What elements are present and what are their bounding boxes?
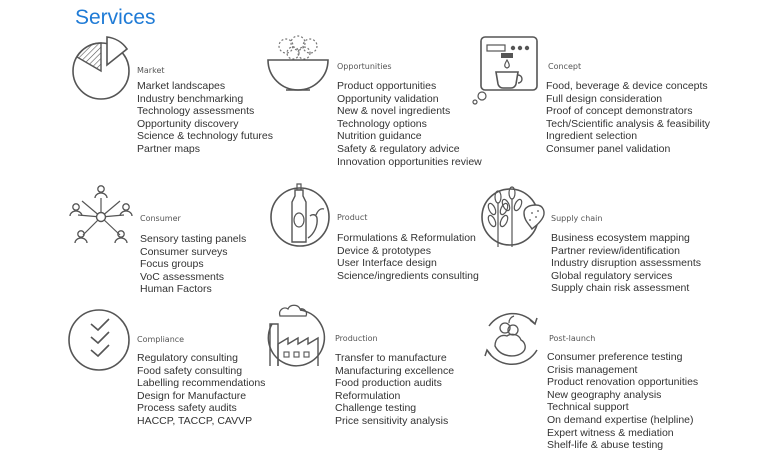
list-item: User Interface design [337,257,437,270]
list-item: New & novel ingredients [337,105,451,118]
fruit-cycle-icon [477,306,547,374]
factory-icon [262,300,332,370]
list-item: Opportunity validation [337,92,439,105]
list-item: Consumer surveys [140,245,228,258]
list-item: Supply chain risk assessment [551,282,690,295]
list-item: Formulations & Reformulation [337,232,476,244]
list-item: Shelf-life & abuse testing [547,439,664,452]
list-item: Industry disruption assessments [551,257,701,270]
list-item: Science & technology futures [137,130,273,143]
list-item: HACCP, TACCP, CAVVP [137,414,253,427]
list-item: Ingredient selection [546,130,638,143]
list-item: Device & prototypes [337,244,431,257]
card-label: Opportunities [337,62,392,71]
list-item: Regulatory consulting [137,352,238,364]
pie-chart-icon [71,36,135,101]
card-label: Supply chain [551,214,603,223]
list-item: Product opportunities [337,80,437,92]
network-people-icon [69,183,134,245]
service-list: Product opportunities Opportunity valida… [337,80,482,168]
list-item: Technology options [337,117,427,130]
list-item: Labelling recommendations [137,377,266,390]
card-label: Compliance [137,335,185,344]
list-item: Reformulation [335,389,401,402]
list-item: Industry benchmarking [137,92,244,105]
list-item: Opportunity discovery [137,117,239,130]
list-item: Technology assessments [137,105,255,118]
service-list: Formulations & Reformulation Device & pr… [337,232,479,282]
service-list: Business ecosystem mapping Partner revie… [551,232,701,295]
list-item: Global regulatory services [551,269,673,282]
list-item: Partner review/identification [551,244,680,257]
list-item: Tech/Scientific analysis & feasibility [546,117,710,130]
list-item: Price sensitivity analysis [335,414,449,427]
list-item: Product renovation opportunities [547,376,699,389]
list-item: On demand expertise (helpline) [547,413,694,426]
list-item: Technical support [547,401,629,414]
list-item: Full design consideration [546,92,663,105]
list-item: Business ecosystem mapping [551,232,690,244]
list-item: Science/ingredients consulting [337,269,479,282]
list-item: Focus groups [140,258,204,271]
list-item: Consumer panel validation [546,142,671,155]
list-item: Nutrition guidance [337,130,422,143]
card-label: Market [137,66,165,75]
list-item: Transfer to manufacture [335,352,447,364]
service-list: Regulatory consulting Food safety consul… [137,352,265,428]
bottle-chili-icon [268,182,334,248]
wheat-strawberry-icon [478,183,548,249]
card-label: Consumer [140,214,181,223]
list-item: Expert witness & mediation [547,426,674,439]
list-item: Crisis management [547,363,638,376]
list-item: Proof of concept demonstrators [546,105,693,118]
list-item: Food production audits [335,377,442,390]
service-list: Transfer to manufacture Manufacturing ex… [335,352,454,428]
card-label: Product [337,213,368,222]
list-item: Consumer preference testing [547,351,683,363]
list-item: Food, beverage & device concepts [546,80,708,92]
list-item: Process safety audits [137,402,237,415]
card-label: Production [335,334,378,343]
coffee-machine-icon [471,36,543,105]
list-item: Challenge testing [335,402,417,415]
list-item: Sensory tasting panels [140,233,247,245]
page-title: Services [75,6,156,29]
list-item: Market landscapes [137,80,226,92]
list-item: Safety & regulatory advice [337,142,460,155]
card-label: Post-launch [549,334,596,343]
checklist-icon [67,308,131,372]
service-list: Market landscapes Industry benchmarking … [137,80,273,156]
card-label: Concept [548,62,582,71]
list-item: Human Factors [140,283,212,296]
list-item: Manufacturing excellence [335,364,455,377]
list-item: New geography analysis [547,388,662,401]
service-list: Consumer preference testing Crisis manag… [547,351,698,452]
bowl-icon [266,34,330,96]
service-list: Food, beverage & device concepts Full de… [546,80,710,156]
list-item: VoC assessments [140,270,225,283]
service-list: Sensory tasting panels Consumer surveys … [140,233,246,296]
list-item: Partner maps [137,142,201,155]
list-item: Food safety consulting [137,364,243,377]
list-item: Design for Manufacture [137,389,247,402]
list-item: Innovation opportunities review [337,155,482,168]
